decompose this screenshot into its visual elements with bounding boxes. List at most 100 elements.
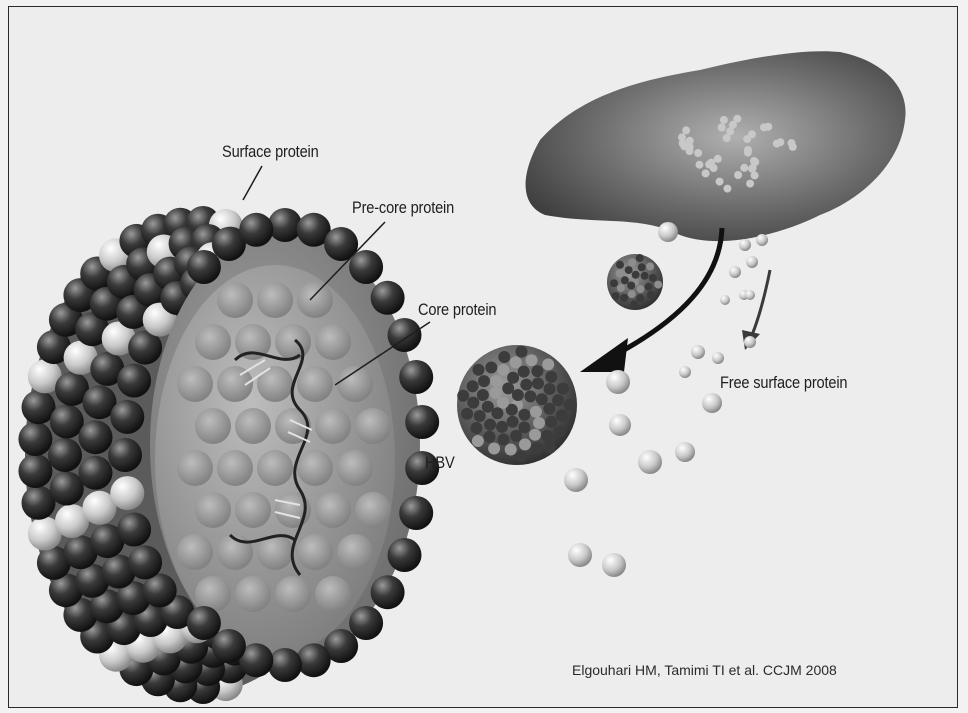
core-protein-sphere — [315, 492, 351, 528]
core-protein-sphere — [235, 408, 271, 444]
core-protein-sphere — [195, 408, 231, 444]
surface-protein-sphere — [371, 575, 405, 609]
virion-subunit — [530, 406, 542, 418]
core-protein-sphere — [355, 492, 391, 528]
core-protein-sphere — [275, 324, 311, 360]
infected-cell-spot — [734, 171, 742, 179]
core-protein-sphere — [257, 450, 293, 486]
virion-subunit — [497, 397, 509, 409]
infected-cell-spot — [723, 185, 731, 193]
virion-subunit — [474, 410, 486, 422]
core-protein-sphere — [297, 282, 333, 318]
virion-subunit — [472, 435, 484, 447]
core-protein-sphere — [297, 366, 333, 402]
virion-subunit — [632, 271, 640, 279]
virion-subunit — [531, 442, 543, 454]
virion-subunit — [541, 430, 553, 442]
surface-protein-sphere — [117, 513, 151, 547]
virion-subunit — [507, 416, 519, 428]
core-protein-sphere — [315, 324, 351, 360]
surface-protein-sphere — [50, 472, 84, 506]
virion-subunit — [505, 444, 517, 456]
virion-subunit — [647, 291, 655, 299]
infected-cell-spot — [764, 123, 772, 131]
virion-subunit — [617, 284, 625, 292]
core-protein-sphere — [297, 450, 333, 486]
virion-subunit — [638, 263, 646, 271]
surface-protein-sphere — [405, 405, 439, 439]
virion-subunit — [467, 397, 479, 409]
surface-protein-sphere — [117, 364, 151, 398]
virion-subunit — [497, 364, 509, 376]
free-surface-protein-sphere — [702, 393, 722, 413]
virion-subunit — [556, 409, 568, 421]
virion-subunit — [620, 294, 628, 302]
virion-subunit — [502, 382, 514, 394]
free-surface-protein-sphere — [564, 468, 588, 492]
virion-subunit — [478, 375, 490, 387]
infected-cell-spot — [696, 161, 704, 169]
infected-cell-spot — [748, 165, 756, 173]
virion-subunit — [553, 426, 565, 438]
surface-protein-sphere — [268, 208, 302, 242]
free-surface-protein-sphere — [739, 239, 751, 251]
virion-subunit — [516, 346, 528, 358]
free-surface-protein-sphere — [638, 450, 662, 474]
virion-subunit — [628, 290, 636, 298]
surface-protein-sphere — [48, 438, 82, 472]
virion-subunit — [636, 294, 644, 302]
virion-subunit — [564, 399, 576, 411]
core-protein-sphere — [297, 534, 333, 570]
infected-cell-spot — [789, 143, 797, 151]
surface-protein-sphere — [18, 422, 52, 456]
surface-protein-sphere — [110, 400, 144, 434]
virion-subunit — [557, 383, 569, 395]
free-surface-protein-sphere — [720, 295, 730, 305]
liver — [526, 51, 906, 241]
virion-subunit — [526, 354, 538, 366]
infected-cell-spot — [705, 161, 713, 169]
virion-subunit — [542, 358, 554, 370]
virion-subunit — [484, 431, 496, 443]
core-protein-sphere — [257, 366, 293, 402]
label-free-surface-protein: Free surface protein — [720, 373, 847, 393]
surface-protein-sphere — [18, 454, 52, 488]
label-hbv: HBV — [425, 453, 455, 473]
core-protein-sphere — [177, 534, 213, 570]
label-precore-protein: Pre-core protein — [352, 198, 454, 218]
core-protein-sphere — [257, 282, 293, 318]
surface-protein-sphere — [399, 496, 433, 530]
surface-protein-sphere — [187, 606, 221, 640]
virion-subunit — [533, 417, 545, 429]
label-core-protein: Core protein — [418, 300, 496, 320]
virion-subunit — [645, 283, 653, 291]
infected-cell-spot — [726, 127, 734, 135]
virion-subunit — [498, 433, 510, 445]
virion-subunit — [488, 443, 500, 455]
virion-subunit — [621, 276, 629, 284]
core-protein-sphere — [217, 282, 253, 318]
label-surface-protein: Surface protein — [222, 142, 319, 162]
core-protein-sphere — [235, 576, 271, 612]
infected-cell-spot — [746, 180, 754, 188]
free-surface-protein-sphere — [606, 370, 630, 394]
infected-cell-spot — [744, 149, 752, 157]
core-protein-sphere — [355, 408, 391, 444]
virion-subunit — [612, 292, 620, 300]
virion-subunit — [641, 272, 649, 280]
core-protein-sphere — [235, 492, 271, 528]
virion-subunit — [519, 438, 531, 450]
virion-subunit — [519, 409, 531, 421]
virion-subunit — [649, 274, 657, 282]
free-surface-protein-sphere — [658, 222, 678, 242]
virion-subunit — [630, 300, 638, 308]
virion-subunit — [461, 408, 473, 420]
virion-subunit — [552, 394, 564, 406]
virion-subunit — [510, 430, 522, 442]
virion-subunit — [536, 393, 548, 405]
virion-subunit — [485, 362, 497, 374]
virion-subunit — [636, 285, 644, 293]
surface-protein-sphere — [50, 405, 84, 439]
